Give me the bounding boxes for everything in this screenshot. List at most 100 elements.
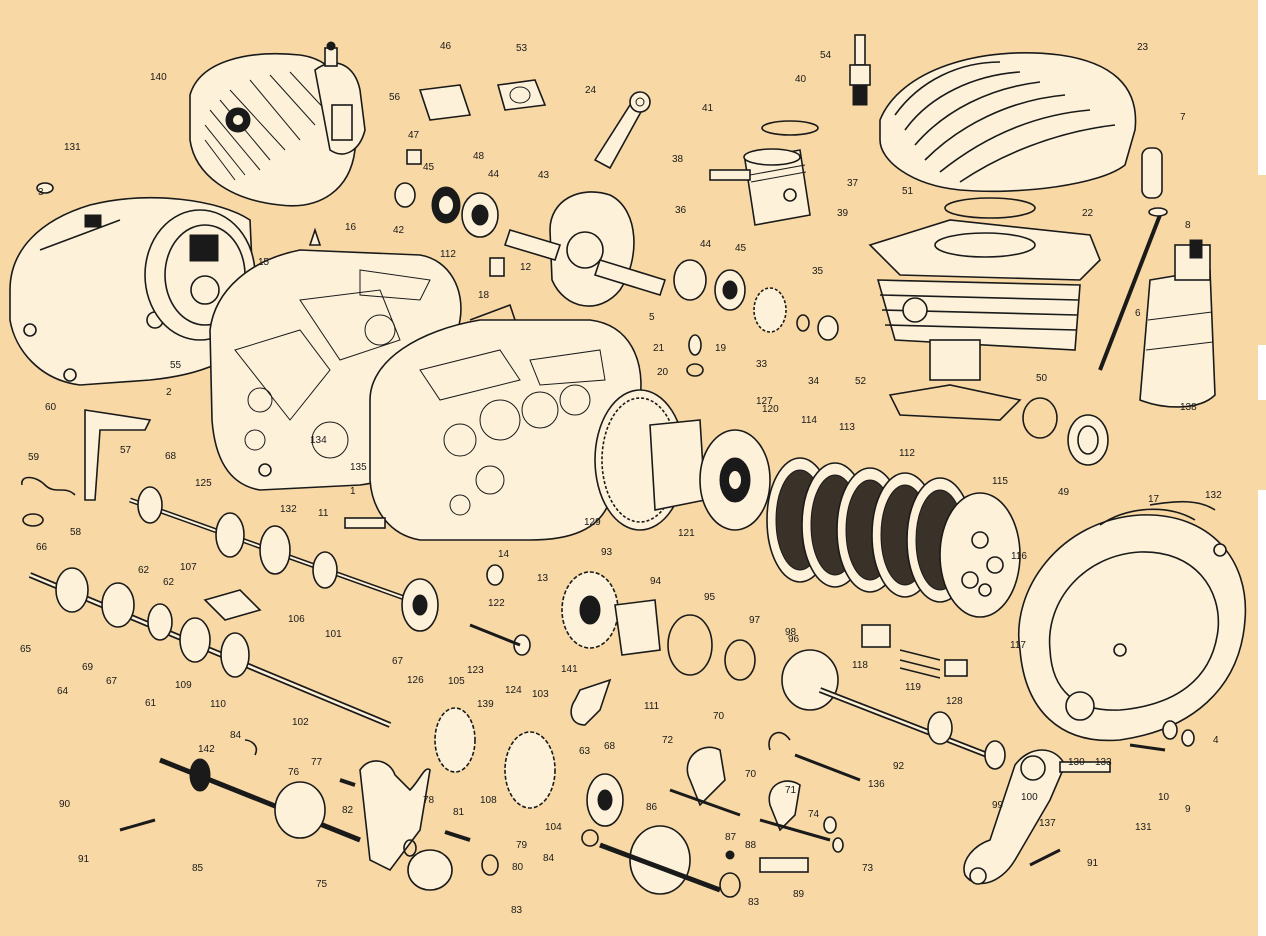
part-number-label: 142 — [198, 744, 215, 755]
part-number-label: 128 — [946, 696, 963, 707]
part-number-label: 3 — [38, 187, 44, 198]
part-number-label: 34 — [808, 376, 820, 387]
part-number-label: 119 — [905, 682, 921, 693]
part-number-label: 100 — [1021, 792, 1038, 803]
part-number-label: 121 — [678, 528, 695, 539]
part-number-label: 97 — [749, 615, 761, 626]
page-edge-middle — [1258, 345, 1266, 400]
part-number-label: 94 — [650, 576, 662, 587]
small-parts-drawing — [21, 79, 1216, 898]
part-number-label: 102 — [292, 717, 309, 728]
kickstart-shaft-drawing — [781, 649, 1006, 782]
part-number-label: 90 — [59, 799, 71, 810]
part-number-label: 91 — [1087, 858, 1099, 869]
spark-plug-drawing — [849, 34, 871, 106]
part-number-label: 19 — [715, 343, 727, 354]
part-number-label: 14 — [498, 549, 510, 560]
part-number-label: 62 — [138, 565, 150, 576]
part-number-label: 78 — [423, 795, 435, 806]
kickstart-lever-drawing — [963, 749, 1111, 885]
part-number-label: 120 — [762, 404, 779, 415]
part-number-label: 138 — [1180, 402, 1197, 413]
page-edge-bottom — [1258, 490, 1266, 936]
part-number-label: 70 — [745, 769, 757, 780]
part-number-label: 126 — [407, 675, 424, 686]
part-number-label: 75 — [316, 879, 328, 890]
part-number-label: 65 — [20, 644, 32, 655]
part-number-label: 84 — [230, 730, 242, 741]
part-number-label: 45 — [735, 243, 747, 254]
part-number-label: 38 — [672, 154, 684, 165]
part-number-label: 61 — [145, 698, 157, 709]
part-number-label: 16 — [345, 222, 357, 233]
part-number-label: 1 — [350, 486, 356, 497]
part-number-label: 101 — [325, 629, 342, 640]
part-number-label: 113 — [839, 422, 855, 433]
part-number-label: 86 — [646, 802, 658, 813]
part-number-label: 51 — [902, 186, 914, 197]
part-number-label: 99 — [992, 800, 1004, 811]
part-number-label: 43 — [538, 170, 550, 181]
part-number-label: 17 — [1148, 494, 1160, 505]
part-number-label: 15 — [258, 257, 270, 268]
gear-cluster-drawing — [434, 571, 756, 827]
part-number-label: 54 — [820, 50, 832, 61]
part-number-label: 112 — [440, 249, 456, 260]
fan-cover-drawing — [189, 41, 366, 207]
part-number-label: 115 — [992, 476, 1008, 487]
part-number-label: 4 — [1213, 735, 1219, 746]
part-number-label: 21 — [653, 343, 665, 354]
part-number-label: 23 — [1137, 42, 1149, 53]
part-number-label: 72 — [662, 735, 674, 746]
part-number-label: 105 — [448, 676, 465, 687]
part-number-label: 88 — [745, 840, 757, 851]
part-number-label: 108 — [480, 795, 497, 806]
part-number-label: 11 — [318, 508, 329, 519]
part-number-label: 39 — [837, 208, 849, 219]
part-number-label: 10 — [1158, 792, 1170, 803]
left-side-cover-drawing — [9, 197, 281, 386]
part-number-label: 42 — [393, 225, 405, 236]
cylinder-drawing — [868, 197, 1101, 421]
part-number-label: 71 — [785, 785, 797, 796]
crankshaft-drawing — [503, 91, 667, 307]
part-number-label: 114 — [801, 415, 817, 426]
part-number-label: 93 — [601, 547, 613, 558]
part-number-label: 139 — [477, 699, 494, 710]
part-number-label: 104 — [545, 822, 562, 833]
part-number-label: 136 — [868, 779, 885, 790]
part-number-label: 56 — [389, 92, 401, 103]
part-number-label: 77 — [311, 757, 323, 768]
right-clutch-cover-drawing — [1018, 508, 1247, 742]
part-number-label: 24 — [585, 85, 597, 96]
part-number-label: 131 — [64, 142, 81, 153]
part-number-label: 44 — [700, 239, 712, 250]
ignition-coil-drawing — [1139, 239, 1216, 408]
part-number-label: 96 — [788, 634, 800, 645]
cylinder-head-drawing — [879, 52, 1137, 193]
part-number-label: 60 — [45, 402, 57, 413]
page-edge-top — [1258, 0, 1266, 175]
part-number-label: 111 — [644, 701, 660, 712]
part-number-label: 134 — [310, 435, 327, 446]
part-number-label: 73 — [862, 863, 874, 874]
part-number-label: 36 — [675, 205, 687, 216]
part-number-label: 112 — [899, 448, 915, 459]
part-number-label: 85 — [192, 863, 204, 874]
part-number-label: 135 — [350, 462, 367, 473]
part-number-label: 58 — [70, 527, 82, 538]
gearbox-layshaft-drawing — [28, 567, 392, 728]
part-number-label: 141 — [561, 664, 578, 675]
piston-drawing — [709, 120, 819, 226]
part-number-label: 76 — [288, 767, 300, 778]
part-number-label: 20 — [657, 367, 669, 378]
part-number-label: 118 — [852, 660, 868, 671]
part-number-labels: 1401313151655260595758666262656469676110… — [20, 41, 1222, 916]
part-number-label: 137 — [1039, 818, 1056, 829]
part-number-label: 132 — [280, 504, 297, 515]
part-number-label: 64 — [57, 686, 69, 697]
part-number-label: 57 — [120, 445, 132, 456]
part-number-label: 48 — [473, 151, 485, 162]
long-rod-drawing — [1098, 147, 1168, 371]
part-number-label: 129 — [584, 517, 601, 528]
